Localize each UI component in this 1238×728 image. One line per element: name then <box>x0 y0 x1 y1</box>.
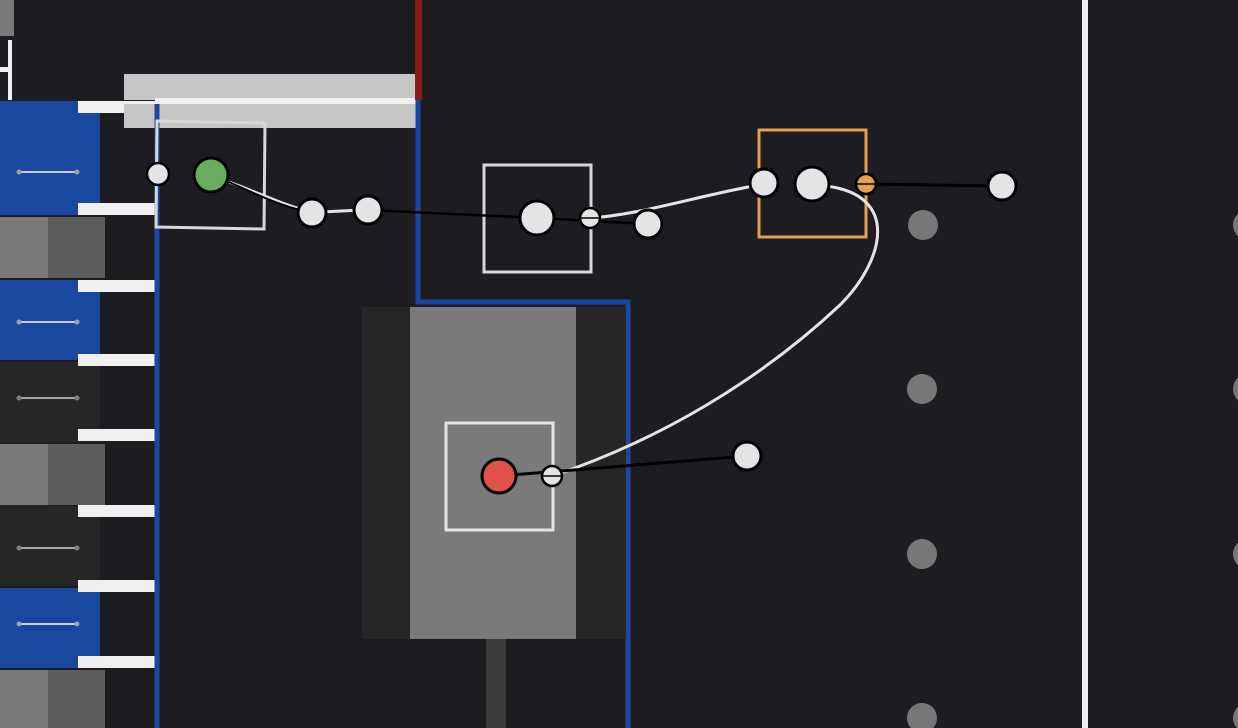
waypoint-node[interactable] <box>632 208 664 240</box>
palette-dot-icon <box>16 545 22 551</box>
palette-dot-icon <box>16 395 22 401</box>
palette-item-grey-3a[interactable] <box>0 670 48 728</box>
palette-top-swatch <box>0 0 14 36</box>
palette-tab[interactable] <box>78 656 155 668</box>
grey-panel-right-edge <box>576 307 626 639</box>
vertical-divider[interactable] <box>1082 0 1088 728</box>
grey-panel-stem <box>486 639 506 728</box>
palette-dot-icon <box>74 319 80 325</box>
waypoint-node-tail[interactable] <box>731 440 763 472</box>
palette-tab[interactable] <box>78 505 155 517</box>
palette-dot-icon <box>74 395 80 401</box>
palette-dot-icon <box>16 169 22 175</box>
palette-item-blue-3[interactable] <box>0 588 100 668</box>
palette-dot-icon <box>74 621 80 627</box>
palette-item-blue-2[interactable] <box>0 280 100 360</box>
grey-panel[interactable] <box>362 307 626 728</box>
top-grey-bar-lower[interactable] <box>124 104 416 128</box>
edge-handle-node[interactable] <box>145 161 171 187</box>
palette-top-tick <box>0 67 10 72</box>
top-bar-highlight <box>155 98 416 104</box>
path-curve-return[interactable] <box>551 184 879 478</box>
palette-item-grey-3b[interactable] <box>48 670 105 728</box>
palette-item-grey-2b[interactable] <box>48 444 105 505</box>
guide-dot[interactable] <box>1233 703 1238 728</box>
guide-dot[interactable] <box>908 210 938 240</box>
waypoint-node[interactable] <box>748 167 780 199</box>
waypoint-node[interactable] <box>296 197 328 229</box>
palette-tab[interactable] <box>78 203 155 215</box>
red-accent-line <box>415 0 422 100</box>
palette-item-grey-1a[interactable] <box>0 217 48 278</box>
red-end-node[interactable] <box>480 457 518 495</box>
guide-dots <box>907 210 1238 728</box>
palette-item-grey-2a[interactable] <box>0 444 48 505</box>
guide-dot[interactable] <box>907 703 937 728</box>
palette-tab[interactable] <box>78 354 155 366</box>
waypoint-node[interactable] <box>352 194 384 226</box>
guide-dot[interactable] <box>1233 539 1238 569</box>
path-line-black[interactable] <box>498 454 748 478</box>
waypoint-node-center[interactable] <box>518 199 556 237</box>
guide-dot[interactable] <box>1233 210 1238 240</box>
palette-item-blue-1[interactable] <box>0 101 100 215</box>
start-frame[interactable] <box>154 119 267 231</box>
guide-dot[interactable] <box>907 539 937 569</box>
path-line-black[interactable] <box>367 208 538 220</box>
palette-item-dark-1[interactable] <box>0 362 100 442</box>
grey-panel-left-edge <box>362 307 410 639</box>
waypoint-node-selected[interactable] <box>793 165 831 203</box>
green-start-node[interactable] <box>192 156 230 194</box>
palette-tab[interactable] <box>78 429 155 441</box>
palette-dot-icon <box>16 621 22 627</box>
path-line-black[interactable] <box>865 182 1003 188</box>
palette-dot-icon <box>74 545 80 551</box>
palette-tab[interactable] <box>78 280 155 292</box>
palette-dot-icon <box>74 169 80 175</box>
palette-item-grey-1b[interactable] <box>48 217 105 278</box>
guide-dot[interactable] <box>1233 374 1238 404</box>
palette-dot-icon <box>16 319 22 325</box>
path-curve-light[interactable] <box>589 182 765 220</box>
palette-tab[interactable] <box>78 580 155 592</box>
guide-dot[interactable] <box>907 374 937 404</box>
top-grey-bar[interactable] <box>124 74 416 100</box>
waypoint-node-end[interactable] <box>986 170 1018 202</box>
palette-item-dark-2[interactable] <box>0 506 100 586</box>
